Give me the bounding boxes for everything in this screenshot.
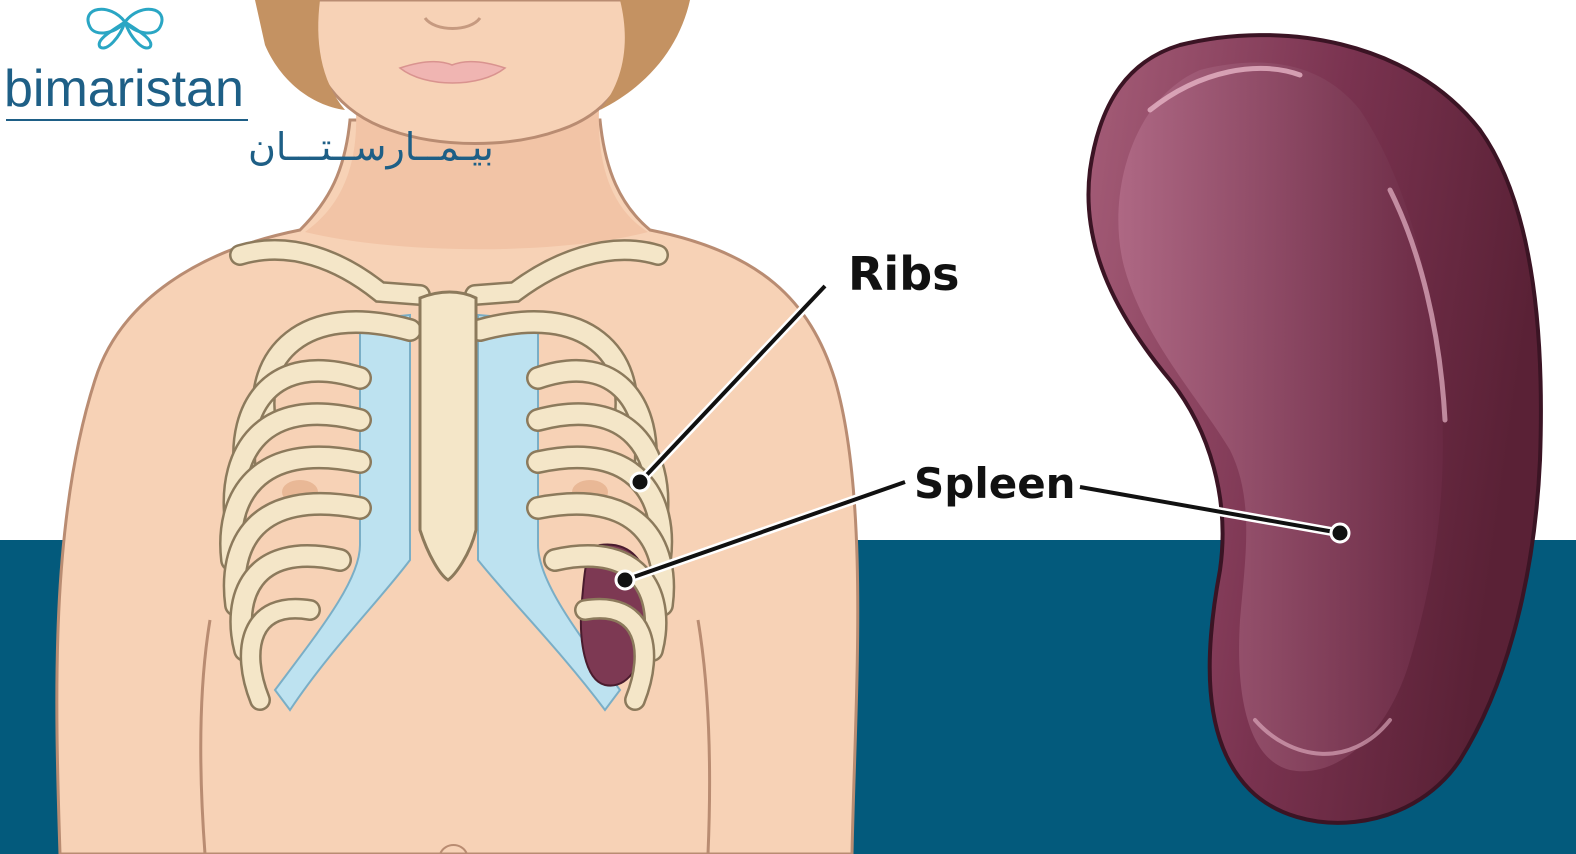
spleen-enlarged — [1086, 33, 1543, 825]
ribs-leader-line — [638, 284, 827, 484]
spleen-highlight-top — [1147, 65, 1303, 113]
spleen-label: Spleen — [914, 459, 1076, 508]
logo-wordmark: bimaristan — [4, 60, 244, 118]
child-hair-left — [255, 0, 345, 110]
logo-arabic-wordmark: بيـمــارســتـــان — [248, 125, 494, 169]
child-nose — [423, 16, 482, 30]
spleen-highlight-bottom — [1253, 718, 1392, 756]
child-hair-right — [600, 0, 690, 110]
child-lips — [398, 60, 507, 84]
butterfly-icon — [86, 7, 164, 50]
spleen-body-pointer-dot — [614, 569, 636, 591]
ribs-label: Ribs — [848, 247, 960, 301]
navel — [439, 844, 468, 854]
spleen-highlight-edge — [1387, 187, 1448, 423]
left-arm-line — [199, 619, 212, 854]
child-neck — [305, 95, 648, 250]
bimaristan-logo: bimaristan بيـمــارســتـــان — [4, 7, 494, 169]
right-arm-line — [696, 619, 712, 854]
ribs-pointer-dot — [629, 471, 651, 493]
leader-lines — [614, 282, 1351, 591]
spleen-organ-pointer-dot — [1329, 522, 1351, 544]
right-clavicle-fill — [466, 241, 667, 304]
spleen-face — [1118, 62, 1443, 772]
left-clavicle-fill — [231, 241, 429, 304]
right-cartilage — [477, 313, 622, 712]
left-cartilage — [273, 313, 411, 712]
right-lower-ribs — [526, 491, 676, 711]
sternum — [418, 290, 478, 582]
rib-cage — [219, 238, 676, 712]
spleen-organ-leader — [1079, 485, 1341, 535]
left-ribs — [219, 310, 422, 711]
spleen-body-leader — [624, 480, 906, 582]
